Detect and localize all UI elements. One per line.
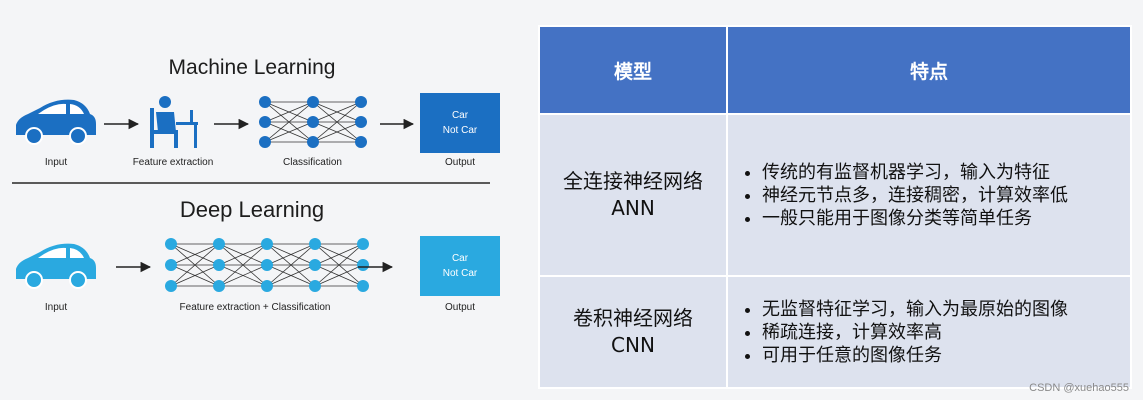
model-name: 全连接神经网络	[563, 169, 703, 193]
ml-title: Machine Learning	[168, 56, 336, 79]
network-node	[309, 259, 321, 271]
list-item: 一般只能用于图像分类等简单任务	[762, 207, 1130, 230]
list-item: 可用于任意的图像任务	[762, 344, 1130, 367]
network-node	[309, 238, 321, 250]
table-header-row: 模型 特点	[538, 25, 1132, 115]
network-node	[357, 238, 369, 250]
list-item: 无监督特征学习，输入为最原始的图像	[762, 298, 1130, 321]
network-node	[261, 238, 273, 250]
network-node	[165, 280, 177, 292]
model-name: 卷积神经网络	[573, 306, 693, 330]
dl-output-label: Output	[444, 302, 476, 313]
model-cell-ann: 全连接神经网络 ANN	[538, 113, 728, 277]
network-node	[213, 259, 225, 271]
dl-output-box: Car Not Car	[420, 236, 500, 296]
network-node	[213, 238, 225, 250]
network-node	[261, 280, 273, 292]
network-node	[261, 259, 273, 271]
ml-classification-label: Classification	[283, 157, 342, 168]
network-node	[357, 259, 369, 271]
ml-neural-network-icon	[259, 96, 367, 148]
list-item: 稀疏连接，计算效率高	[762, 321, 1130, 344]
person-at-desk-icon	[150, 96, 198, 148]
model-abbr: CNN	[611, 333, 655, 357]
ml-output-notcar: Not Car	[442, 125, 478, 136]
table-row: 卷积神经网络 CNN 无监督特征学习，输入为最原始的图像 稀疏连接，计算效率高 …	[538, 275, 1132, 389]
ml-feature-label: Feature extraction	[132, 157, 214, 168]
ml-output-car: Car	[451, 110, 469, 121]
dl-neural-network-icon	[165, 238, 369, 292]
dl-combined-label: Feature extraction + Classification	[179, 302, 331, 313]
features-cell-ann: 传统的有监督机器学习，输入为特征 神经元节点多，连接稠密，计算效率低 一般只能用…	[726, 113, 1132, 277]
network-node	[309, 280, 321, 292]
section-divider	[12, 182, 490, 184]
network-node	[213, 280, 225, 292]
dl-title: Deep Learning	[179, 197, 325, 222]
table-row: 全连接神经网络 ANN 传统的有监督机器学习，输入为特征 神经元节点多，连接稠密…	[538, 113, 1132, 277]
features-cell-cnn: 无监督特征学习，输入为最原始的图像 稀疏连接，计算效率高 可用于任意的图像任务	[726, 275, 1132, 389]
watermark: CSDN @xuehao555	[1029, 382, 1129, 394]
ml-output-box: Car Not Car	[420, 93, 500, 153]
dl-input-label: Input	[44, 302, 68, 313]
model-abbr: ANN	[611, 196, 655, 220]
diagram-graphics	[16, 96, 415, 292]
dl-output-car: Car	[451, 253, 469, 264]
dl-car-icon	[16, 243, 96, 289]
header-model: 模型	[538, 25, 728, 115]
network-node	[165, 259, 177, 271]
list-item: 神经元节点多，连接稠密，计算效率低	[762, 184, 1130, 207]
list-item: 传统的有监督机器学习，输入为特征	[762, 161, 1130, 184]
network-node	[165, 238, 177, 250]
ml-vs-dl-diagram: Machine Learning	[0, 0, 515, 400]
comparison-table: 模型 特点 全连接神经网络 ANN 传统的有监督机器学习，输入为特征 神经元节点…	[538, 25, 1132, 389]
model-cell-cnn: 卷积神经网络 CNN	[538, 275, 728, 389]
network-node	[357, 280, 369, 292]
ml-car-icon	[16, 99, 96, 145]
ml-input-label: Input	[44, 157, 68, 168]
ml-output-label: Output	[444, 157, 476, 168]
dl-output-notcar: Not Car	[442, 268, 478, 279]
header-features: 特点	[726, 25, 1132, 115]
